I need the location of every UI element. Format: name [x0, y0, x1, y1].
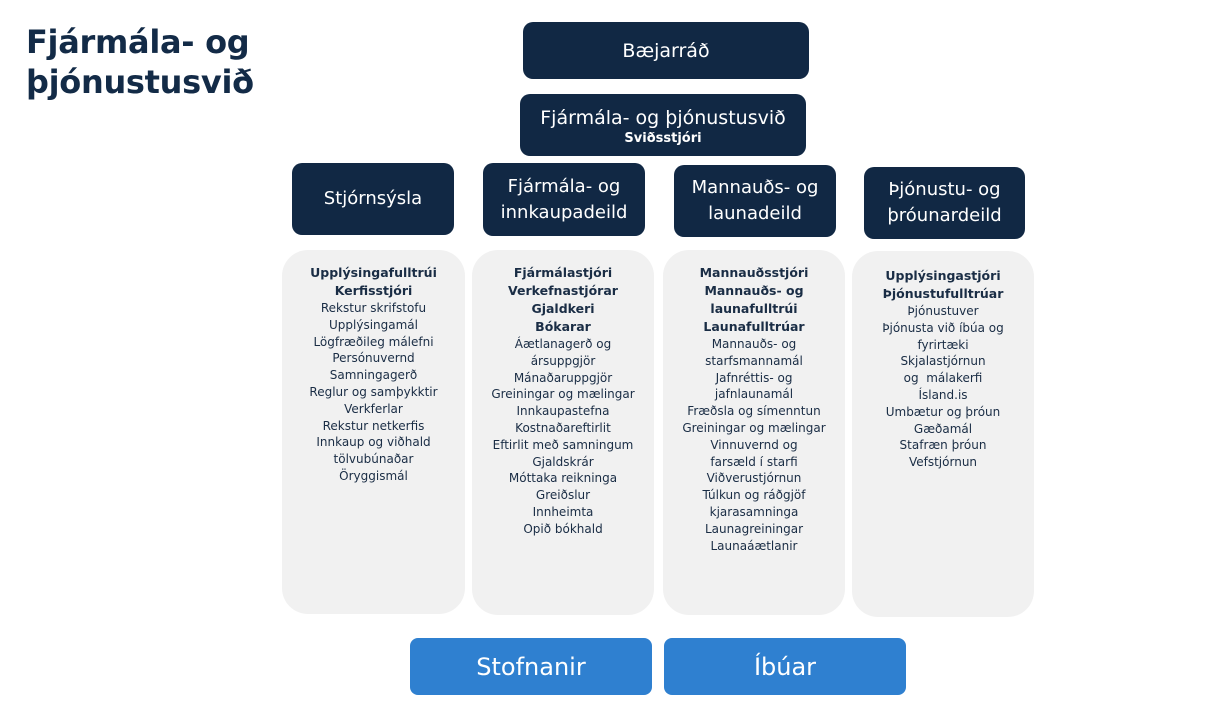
department-label: Stjórnsýsla: [323, 188, 423, 209]
task-item: Vefstjórnun: [908, 455, 978, 470]
council-box: Bæjarráð: [523, 22, 809, 79]
role-item: Þjónustufulltrúar: [882, 286, 1004, 301]
task-item: Innheimta: [532, 504, 594, 519]
department-box-fjarmala: Fjármála- og innkaupadeild: [483, 163, 645, 236]
division-label: Fjármála- og þjónustusvið: [540, 106, 786, 129]
task-item: jafnlaunamál: [714, 387, 794, 402]
page-title-line-2: þjónustusvið: [26, 63, 254, 101]
task-item: Skjalastjórnun: [900, 354, 986, 369]
task-item: Persónuvernd: [332, 351, 415, 366]
role-list: Upplýsingafulltrúi Kerfisstjóri: [282, 264, 465, 300]
task-item: Móttaka reikninga: [508, 471, 618, 486]
department-label-line-2: þróunardeild: [887, 205, 1002, 226]
role-item: launafulltrúi: [710, 301, 798, 316]
residents-box: Íbúar: [664, 638, 906, 695]
task-item: Verkferlar: [344, 401, 403, 416]
task-item: tölvubúnaðar: [333, 452, 414, 467]
task-item: Greiningar og mælingar: [682, 420, 826, 435]
task-list: Mannauðs- og starfsmannamál Jafnréttis- …: [663, 336, 845, 554]
role-list: Upplýsingastjóri Þjónustufulltrúar: [852, 267, 1034, 303]
department-panel-stjornsysla: Upplýsingafulltrúi Kerfisstjóri Rekstur …: [282, 250, 465, 614]
task-item: Kostnaðareftirlit: [515, 420, 611, 435]
role-item: Bókarar: [535, 319, 591, 334]
task-item: Mannauðs- og: [711, 337, 797, 351]
department-label-line-2: innkaupadeild: [500, 201, 628, 223]
institutions-label: Stofnanir: [476, 652, 586, 681]
task-item: Viðverustjórnun: [706, 471, 802, 486]
task-item: Reglur og samþykktir: [309, 384, 438, 399]
task-item: Gæðamál: [913, 421, 973, 436]
task-item: og málakerfi: [903, 371, 983, 386]
institutions-box: Stofnanir: [410, 638, 652, 695]
department-panel-mannaudur: Mannauðsstjóri Mannauðs- og launafulltrú…: [663, 250, 845, 615]
task-item: Ísland.is: [918, 387, 968, 402]
task-item: starfsmannamál: [705, 353, 803, 368]
task-item: Innkaupastefna: [516, 404, 610, 419]
page-title-line-1: Fjármála- og: [26, 23, 250, 61]
department-label-line-1: Mannauðs- og: [691, 177, 819, 198]
department-box-mannaudur: Mannauðs- og launadeild: [674, 165, 836, 237]
task-item: Greiningar og mælingar: [491, 387, 635, 402]
task-item: fyrirtæki: [917, 337, 969, 352]
task-list: Áætlanagerð og ársuppgjör Mánaðaruppgjör…: [472, 336, 654, 538]
task-item: Áætlanagerð og: [514, 337, 612, 351]
department-label-line-2: launadeild: [708, 203, 802, 224]
task-item: kjarasamninga: [709, 504, 799, 519]
department-label-line-1: Fjármála- og: [507, 175, 621, 197]
role-item: Kerfisstjóri: [334, 283, 413, 298]
council-label: Bæjarráð: [622, 39, 710, 62]
task-item: Stafræn þróun: [899, 438, 987, 453]
task-item: Fræðsla og símenntun: [687, 404, 821, 419]
task-item: Gjaldskrár: [532, 454, 594, 469]
department-box-stjornsysla: Stjórnsýsla: [292, 163, 454, 235]
task-item: ársuppgjör: [530, 353, 596, 368]
task-item: Upplýsingamál: [329, 317, 418, 332]
task-list: Þjónustuver Þjónusta við íbúa og fyrirtæ…: [852, 303, 1034, 471]
task-item: Umbætur og þróun: [885, 404, 1001, 419]
page-title: Fjármála- og þjónustusvið: [26, 22, 254, 102]
task-item: Þjónusta við íbúa og: [882, 320, 1004, 335]
task-item: Þjónustuver: [907, 304, 979, 318]
task-item: Innkaup og viðhald: [316, 435, 431, 450]
role-item: Launafulltrúar: [703, 319, 805, 334]
department-panel-thjonusta: Upplýsingastjóri Þjónustufulltrúar Þjónu…: [852, 251, 1034, 617]
task-item: Vinnuvernd og: [710, 437, 798, 452]
department-panel-fjarmala: Fjármálastjóri Verkefnastjórar Gjaldkeri…: [472, 250, 654, 615]
task-item: Mánaðaruppgjör: [513, 370, 613, 385]
department-box-thjonusta: Þjónustu- og þróunardeild: [864, 167, 1025, 239]
task-list: Rekstur skrifstofu Upplýsingamál Lögfræð…: [282, 300, 465, 485]
division-box: Fjármála- og þjónustusvið Sviðsstjóri: [520, 94, 806, 156]
role-item: Mannauðsstjóri: [699, 265, 809, 280]
task-item: Greiðslur: [535, 488, 591, 503]
task-item: Samningagerð: [329, 368, 418, 383]
task-item: Öryggismál: [339, 468, 408, 483]
role-item: Upplýsingafulltrúi: [310, 265, 437, 280]
residents-label: Íbúar: [753, 652, 817, 681]
task-item: Launaáætlanir: [710, 538, 798, 553]
task-item: Rekstur skrifstofu: [320, 301, 427, 315]
task-item: Opið bókhald: [523, 521, 603, 536]
task-item: Lögfræðileg málefni: [313, 334, 434, 349]
role-item: Mannauðs- og: [704, 283, 804, 298]
task-item: Eftirlit með samningum: [492, 437, 634, 452]
role-item: Gjaldkeri: [531, 301, 595, 316]
role-list: Mannauðsstjóri Mannauðs- og launafulltrú…: [663, 264, 845, 336]
role-item: Fjármálastjóri: [513, 265, 613, 280]
role-item: Verkefnastjórar: [508, 283, 618, 298]
role-list: Fjármálastjóri Verkefnastjórar Gjaldkeri…: [472, 264, 654, 336]
task-item: Túlkun og ráðgjöf: [702, 488, 806, 503]
division-head-label: Sviðsstjóri: [624, 130, 702, 146]
department-label-line-1: Þjónustu- og: [888, 179, 1001, 200]
task-item: Rekstur netkerfis: [322, 418, 425, 433]
role-item: Upplýsingastjóri: [885, 268, 1001, 283]
task-item: farsæld í starfi: [710, 454, 798, 469]
task-item: Launagreiningar: [704, 521, 804, 536]
task-item: Jafnréttis- og: [715, 370, 793, 385]
